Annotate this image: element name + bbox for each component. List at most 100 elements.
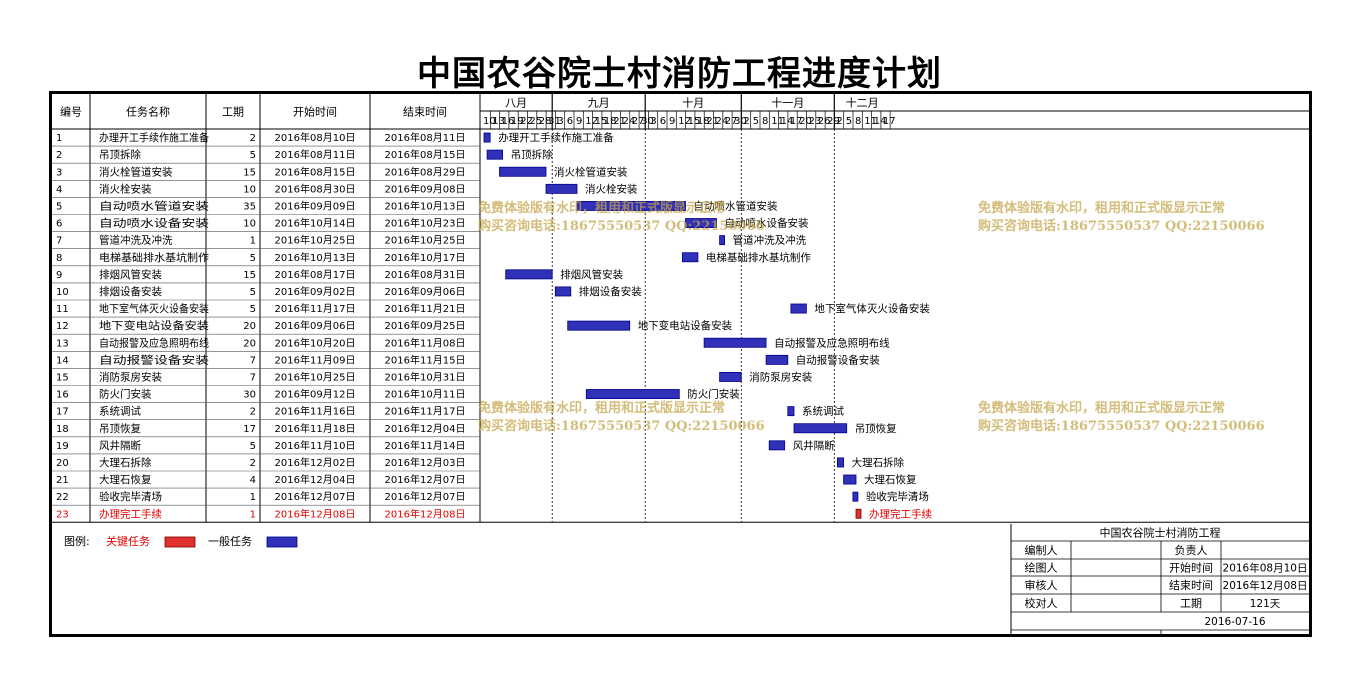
row-number: 23 — [56, 509, 69, 520]
day-tick-label: 2 — [743, 116, 749, 127]
task-start-date: 2016年10月25日 — [275, 370, 356, 383]
day-tick-label: 23 — [809, 116, 822, 127]
task-bar — [852, 491, 859, 502]
task-name: 系统调试 — [99, 405, 141, 418]
task-start-date: 2016年09月12日 — [275, 388, 356, 401]
task-name: 办理完工手续 — [99, 507, 162, 520]
task-duration: 4 — [250, 475, 256, 486]
month-label: 九月 — [588, 97, 610, 110]
task-bar — [576, 201, 686, 211]
column-header-no: 编号 — [60, 105, 82, 119]
task-end-date: 2016年09月08日 — [385, 182, 466, 195]
bar-label: 自动报警及应急照明布线 — [774, 336, 890, 349]
bar-label: 吊顶拆除 — [511, 148, 553, 161]
row-number: 21 — [56, 475, 69, 486]
day-tick-label: 30 — [641, 116, 654, 127]
task-bar — [765, 354, 789, 365]
day-tick-label: 11 — [864, 116, 877, 127]
task-duration: 2 — [250, 133, 256, 144]
day-tick-label: 8 — [762, 116, 768, 127]
column-header-dur: 工期 — [222, 106, 244, 119]
row-number: 20 — [56, 458, 69, 469]
task-name: 自动喷水管道安装 — [99, 199, 210, 212]
row-number: 6 — [56, 219, 62, 230]
task-name: 验收完毕清场 — [99, 490, 162, 503]
task-start-date: 2016年09月02日 — [275, 285, 356, 298]
info-date: 2016-07-16 — [1204, 616, 1265, 628]
task-start-date: 2016年08月15日 — [275, 165, 356, 178]
legend-title: 图例: — [64, 534, 90, 548]
row-number: 19 — [56, 441, 69, 452]
gantt-bars: 办理开工手续作施工准备吊顶拆除消火栓管道安装消火栓安装自动喷水管道安装自动喷水设… — [483, 131, 932, 520]
day-tick-label: 10 — [483, 116, 496, 127]
day-tick-label: 21 — [706, 116, 719, 127]
info-value-end: 2016年12月08日 — [1223, 579, 1308, 592]
month-label: 十月 — [682, 96, 704, 110]
table-header: 编号任务名称工期开始时间结束时间 — [60, 105, 447, 119]
legend: 图例:关键任务一般任务 — [64, 534, 298, 548]
month-label: 十一月 — [771, 96, 804, 110]
bar-label: 排烟风管安装 — [560, 268, 623, 281]
critical-task-bar — [855, 508, 862, 519]
task-duration: 7 — [250, 355, 256, 366]
day-tick-label: 31 — [548, 116, 561, 127]
task-start-date: 2016年11月18日 — [275, 422, 356, 435]
task-bar — [567, 320, 631, 331]
row-number: 22 — [56, 492, 69, 503]
row-number: 5 — [56, 201, 62, 212]
bar-label: 验收完毕清场 — [866, 490, 929, 503]
day-tick-label: 27 — [725, 116, 738, 127]
day-tick-label: 12 — [678, 116, 691, 127]
task-start-date: 2016年11月16日 — [275, 405, 356, 418]
bar-label: 管道冲洗及冲洗 — [733, 234, 807, 247]
task-bar — [768, 440, 786, 451]
day-tick-label: 20 — [799, 116, 812, 127]
bar-label: 大理石恢复 — [864, 473, 917, 486]
row-number: 11 — [56, 304, 69, 315]
task-name: 防火门安装 — [99, 388, 152, 401]
task-end-date: 2016年12月03日 — [385, 456, 466, 469]
task-end-date: 2016年08月29日 — [385, 165, 466, 178]
task-start-date: 2016年11月10日 — [275, 439, 356, 452]
legend-critical-swatch — [164, 536, 196, 548]
task-name: 自动报警及应急照明布线 — [99, 336, 209, 349]
task-end-date: 2016年11月08日 — [385, 336, 466, 349]
task-bar — [685, 218, 717, 229]
task-start-date: 2016年12月02日 — [275, 456, 356, 469]
day-tick-label: 24 — [623, 116, 636, 127]
task-name: 大理石恢复 — [99, 473, 152, 486]
info-label-end: 结束时间 — [1169, 579, 1213, 592]
day-tick-label: 11 — [771, 116, 784, 127]
task-bar — [793, 423, 848, 434]
task-duration: 1 — [250, 509, 256, 520]
bar-label: 办理开工手续作施工准备 — [498, 131, 614, 144]
bar-label: 地下室气体灭火设备安装 — [814, 302, 930, 315]
task-end-date: 2016年11月17日 — [385, 405, 466, 418]
day-tick-label: 22 — [520, 116, 533, 127]
table-row: 20 大理石拆除 2 2016年12月02日 2016年12月03日 — [56, 456, 465, 469]
task-name: 管道冲洗及冲洗 — [99, 234, 173, 247]
day-tick-label: 30 — [734, 116, 747, 127]
task-name: 大理石拆除 — [99, 456, 152, 469]
bar-label: 办理完工手续 — [869, 507, 932, 520]
info-project-name: 中国农谷院士村消防工程 — [1100, 526, 1221, 540]
row-number: 2 — [56, 150, 62, 161]
task-duration: 2 — [250, 458, 256, 469]
task-end-date: 2016年08月15日 — [385, 148, 466, 161]
day-tick-label: 6 — [567, 116, 573, 127]
task-name: 地下变电站设备安装 — [99, 319, 210, 332]
month-label: 十二月 — [846, 96, 879, 110]
day-tick-label: 21 — [613, 116, 626, 127]
task-end-date: 2016年10月31日 — [385, 370, 466, 383]
task-end-date: 2016年09月06日 — [385, 285, 466, 298]
